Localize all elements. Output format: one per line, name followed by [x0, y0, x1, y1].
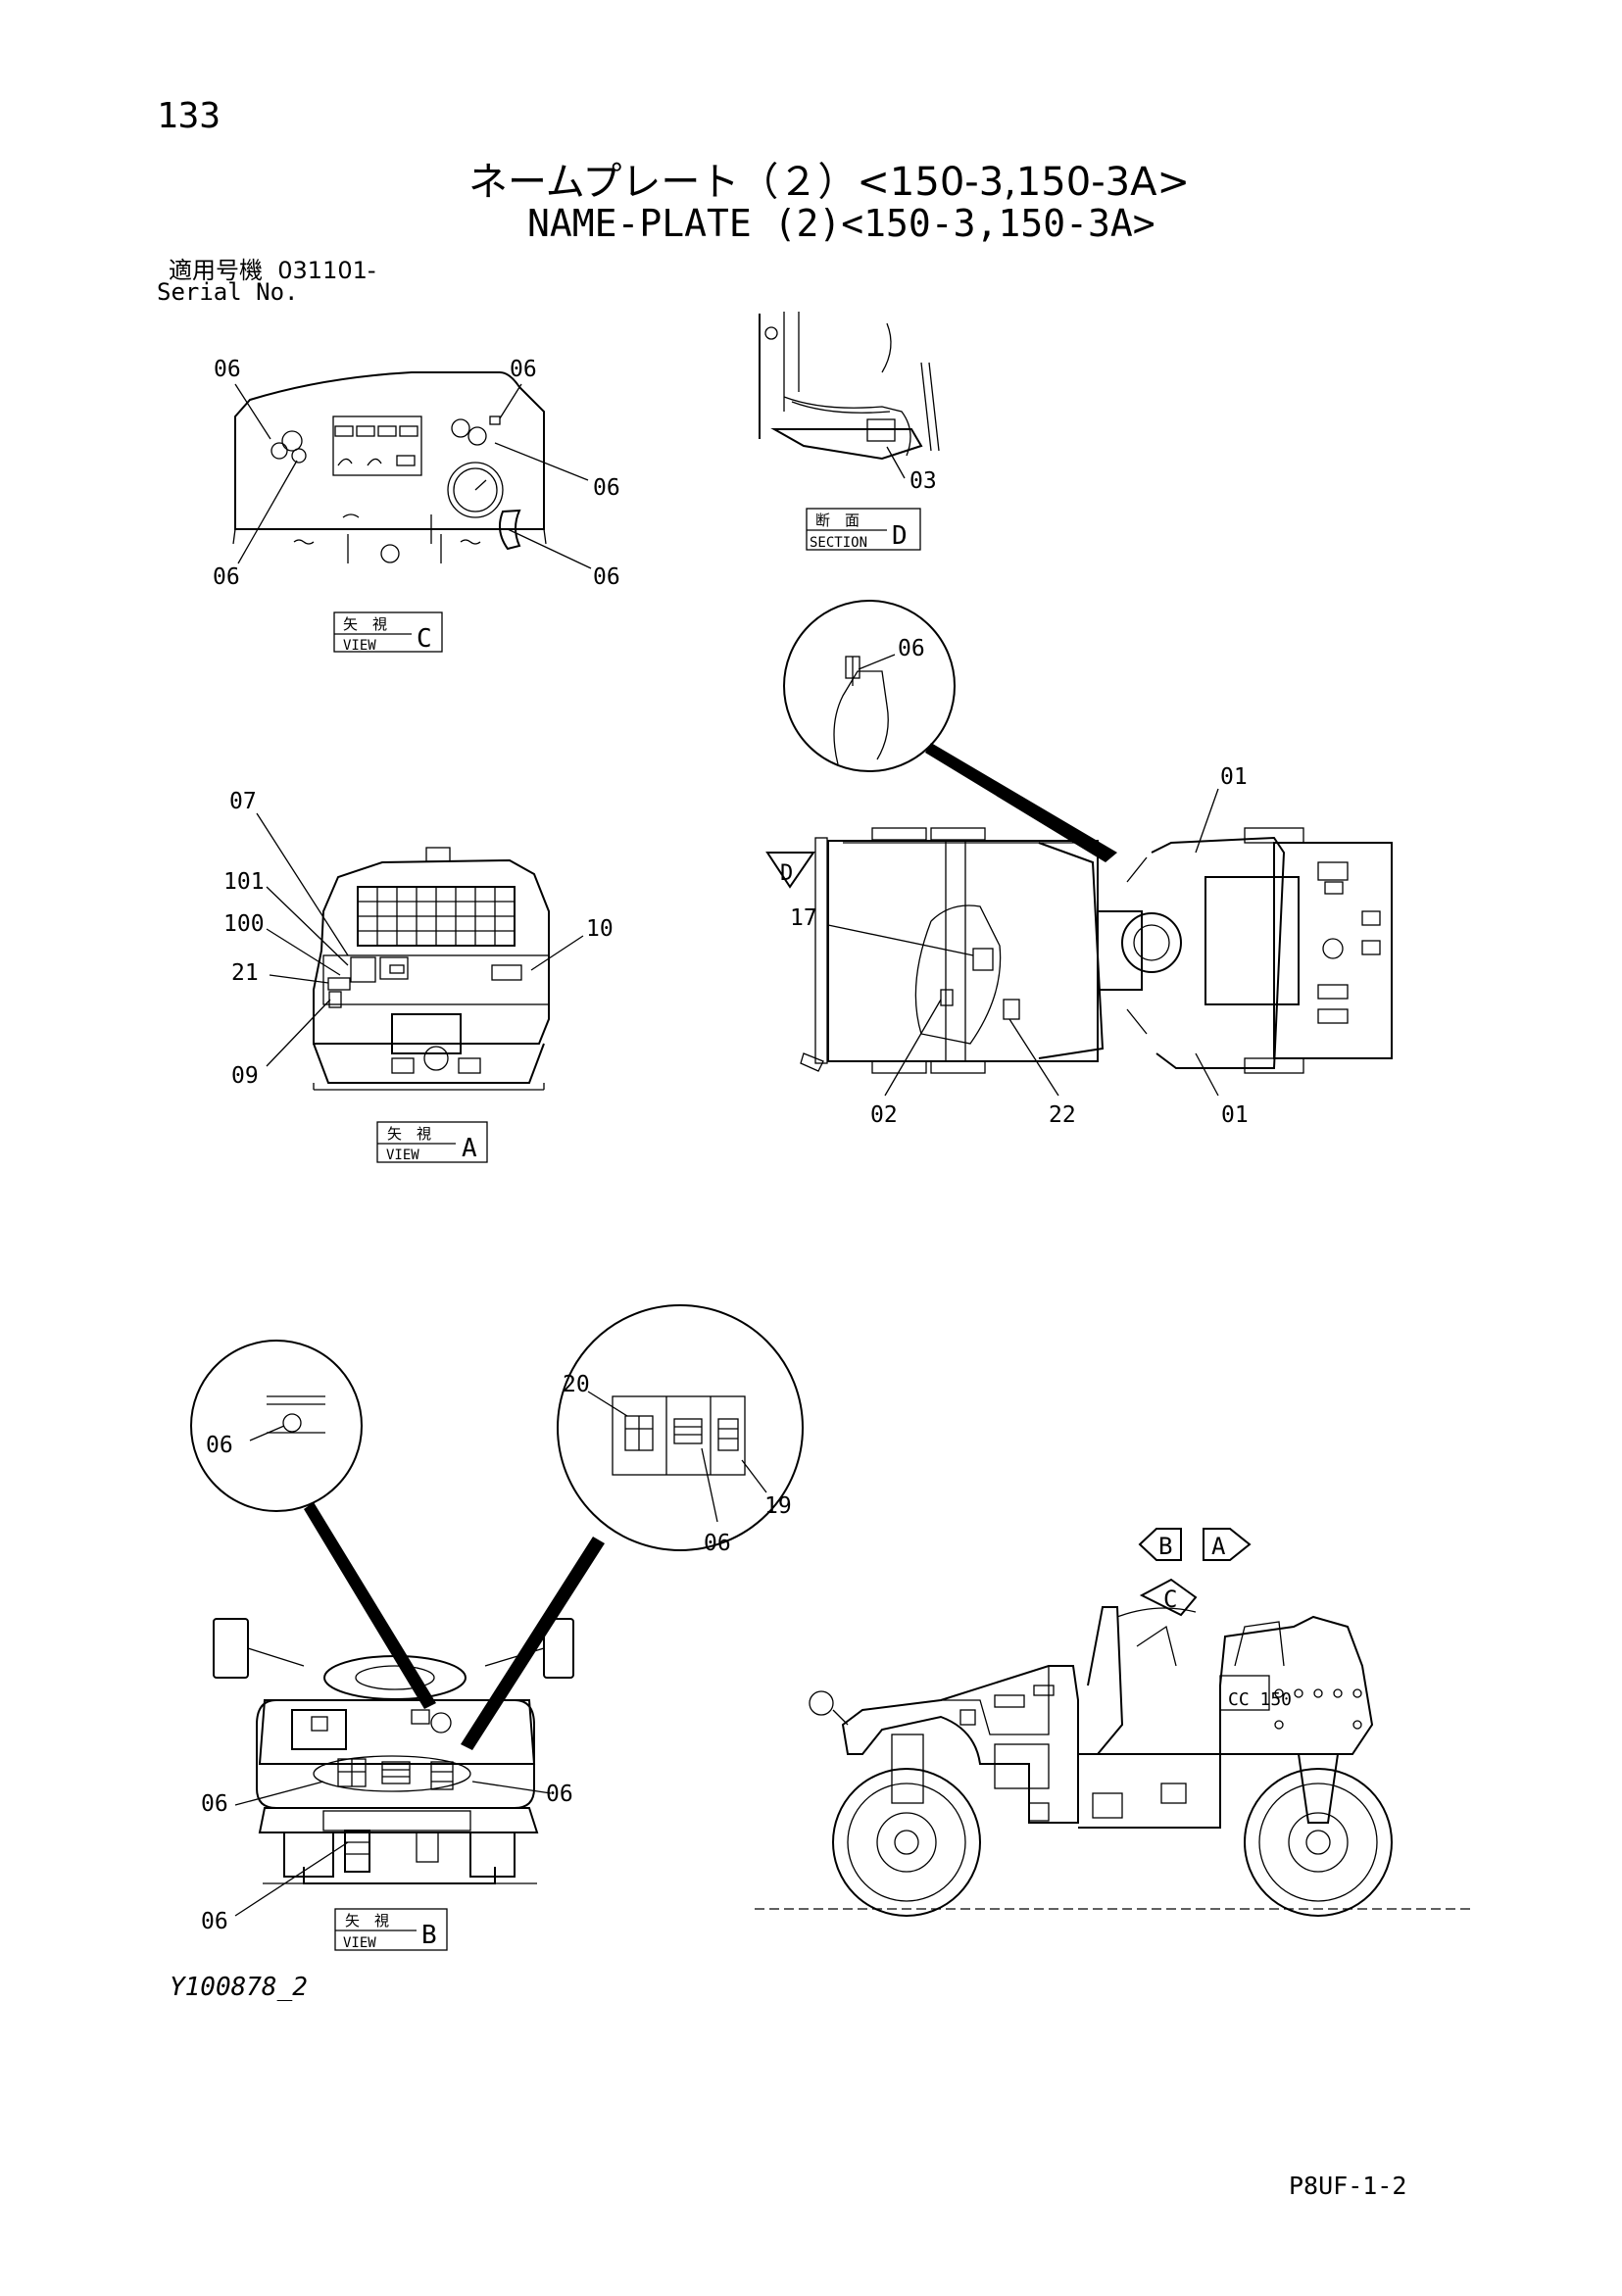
- section-d-detail: 03: [759, 312, 940, 494]
- view-a-callout-09: 09: [231, 1063, 259, 1089]
- section-d-callout-03: 03: [909, 468, 937, 494]
- side-arrow-a: A: [1211, 1533, 1226, 1560]
- view-b-callout-06-lower: 06: [201, 1909, 228, 1934]
- view-b-callout-06-left: 06: [201, 1791, 228, 1817]
- top-view-callout-02: 02: [870, 1102, 898, 1128]
- view-c-badge-letter: C: [417, 624, 432, 654]
- view-b-badge: 矢 視 VIEW B: [334, 1908, 448, 1951]
- view-b-badge-letter: B: [421, 1921, 437, 1950]
- section-d-badge: 断 面 SECTION D: [806, 508, 921, 551]
- view-a-badge: 矢 視 VIEW A: [376, 1121, 488, 1163]
- view-c-badge-jp: 矢 視: [343, 615, 387, 633]
- view-b-magnifier-right: 20 19 06: [461, 1304, 804, 1750]
- magnifier-callout-06: 06: [898, 636, 925, 661]
- view-a-callout-07: 07: [229, 789, 257, 814]
- view-c-callout-06-c: 06: [593, 475, 620, 501]
- top-view-callout-17: 17: [790, 905, 817, 931]
- view-a-callout-21: 21: [231, 960, 259, 986]
- view-c-callout-06-d: 06: [213, 564, 240, 590]
- view-a-callout-100: 100: [223, 911, 265, 937]
- view-c-callout-06-b: 06: [510, 357, 537, 382]
- view-a-badge-jp: 矢 視: [387, 1125, 431, 1143]
- view-b-callout-06-magnifier: 06: [206, 1433, 233, 1458]
- top-view-callout-22: 22: [1049, 1102, 1076, 1128]
- side-arrow-b: B: [1158, 1533, 1172, 1560]
- view-c-callout-06-e: 06: [593, 564, 620, 590]
- view-b-magnifier-left: 06: [190, 1340, 436, 1709]
- serial-value: 031101-: [277, 257, 376, 284]
- view-c-badge-en: VIEW: [343, 638, 376, 654]
- top-view-callout-01-b: 01: [1221, 1102, 1249, 1128]
- view-c-callout-06-a: 06: [214, 357, 241, 382]
- title-japanese: ネームプレート（２）<150-3,150-3A>: [468, 160, 1190, 205]
- view-a-callout-101: 101: [223, 869, 265, 895]
- section-d-badge-letter: D: [892, 521, 908, 551]
- view-b-operator-station: 06 06 06: [201, 1618, 574, 1934]
- view-b-callout-19: 19: [764, 1493, 792, 1519]
- arrow-d-letter: D: [780, 861, 793, 886]
- side-view-roller: B A C CC 150: [755, 1528, 1470, 1917]
- view-b-callout-20: 20: [563, 1372, 590, 1397]
- section-d-badge-jp: 断 面: [815, 512, 860, 529]
- top-view-magnifier: 06: [783, 600, 1117, 862]
- title-english: NAME-PLATE (2)<150-3,150-3A>: [527, 202, 1155, 245]
- page-number: 133: [157, 96, 221, 136]
- top-view-machine: D 01 17 02 22 01: [765, 764, 1393, 1128]
- serial-label-english: Serial No.: [157, 278, 299, 306]
- view-a-rear: 07 101 100 10 21 09: [223, 789, 614, 1091]
- top-view-callout-01-a: 01: [1220, 764, 1248, 790]
- view-b-badge-jp: 矢 視: [345, 1912, 389, 1930]
- view-b-callout-06-magnifier-right: 06: [704, 1531, 731, 1556]
- view-c-panel: 06 06 06 06 06: [213, 357, 620, 590]
- view-a-badge-en: VIEW: [386, 1148, 419, 1163]
- view-c-badge: 矢 視 VIEW C: [333, 611, 443, 654]
- serial-label-jp: 適用号機: [169, 257, 263, 284]
- view-a-callout-10: 10: [586, 916, 614, 942]
- drawing-id: Y100878_2: [170, 1973, 308, 2002]
- page-code: P8UF-1-2: [1289, 2172, 1407, 2200]
- serial-line-japanese: 適用号機 031101-: [169, 251, 376, 285]
- view-a-badge-letter: A: [462, 1134, 477, 1163]
- side-arrow-c: C: [1163, 1586, 1177, 1613]
- view-b-badge-en: VIEW: [343, 1935, 376, 1951]
- section-d-badge-en: SECTION: [810, 535, 867, 551]
- view-b-callout-06-right: 06: [546, 1782, 573, 1807]
